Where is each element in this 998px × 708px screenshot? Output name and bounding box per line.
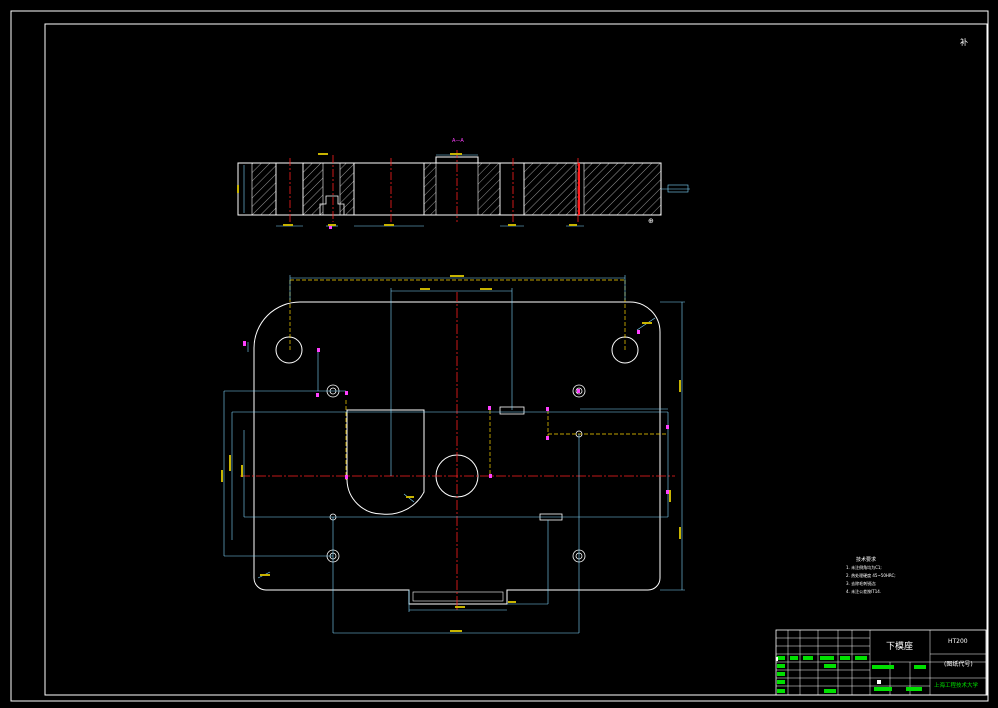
guide-hole-left <box>275 336 303 364</box>
corner-mark: 补 <box>960 37 968 47</box>
pocket-outline <box>346 409 425 515</box>
tech-note-line: 1. 未注倒角均为C1; <box>846 564 882 570</box>
hatch-region-4 <box>423 162 437 216</box>
hatch-region-7 <box>583 162 662 216</box>
section-label: A—A <box>452 138 464 144</box>
part-name: 下模座 <box>886 640 913 652</box>
section-symbol: ⊕ <box>648 217 654 225</box>
tech-note-line: 3. 去除毛刺锐边; <box>846 580 876 586</box>
school-name: 上海工程技术大学 <box>934 681 979 689</box>
tech-notes-title: 技术要求 <box>856 556 876 563</box>
section-counterbore <box>319 195 345 215</box>
inner-frame <box>44 23 988 696</box>
material: HT200 <box>948 638 968 645</box>
title-block: 下模座 HT200 (图纸代号) 上海工程技术大学 <box>775 629 987 696</box>
section-callout-box <box>667 184 689 193</box>
plan-view <box>221 226 685 634</box>
hatch-region-3 <box>339 162 355 216</box>
hatch-region-6 <box>523 162 577 216</box>
hatch-region-5 <box>477 162 501 216</box>
section-view: A—A ⊕ <box>237 138 690 227</box>
tech-note-line: 4. 未注公差按IT14. <box>846 588 881 594</box>
hatch-region-1 <box>251 162 277 216</box>
drawing-number: (图纸代号) <box>944 660 973 668</box>
tech-notes: 技术要求 1. 未注倒角均为C1; 2. 热处理硬度 45~50HRC; 3. … <box>846 556 896 594</box>
notch-detail <box>412 591 504 602</box>
tech-note-line: 2. 热处理硬度 45~50HRC; <box>846 572 896 578</box>
outer-frame <box>10 10 989 702</box>
